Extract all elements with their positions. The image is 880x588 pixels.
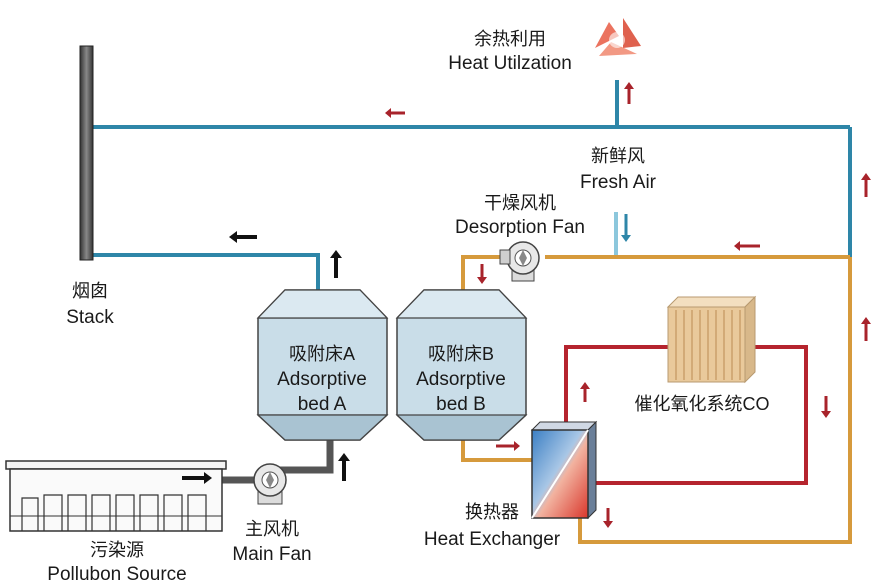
blue-pipe-bed-a-stack	[93, 253, 320, 290]
desorption-fan-icon	[499, 241, 540, 282]
pollution-source-building	[5, 460, 227, 532]
arrow-left-top	[385, 108, 405, 118]
flow-arrows-black	[182, 231, 350, 484]
adsorptive-bed-a	[256, 289, 389, 441]
label-main-fan-zh: 主风机	[245, 519, 299, 539]
label-bed-b-en2: bed B	[436, 394, 486, 415]
label-fresh-air-en: Fresh Air	[580, 172, 657, 193]
label-pollution-en: Pollubon Source	[47, 564, 186, 585]
label-fresh-air-zh: 新鲜风	[591, 146, 645, 166]
arrow-down-fresh-air	[621, 214, 631, 242]
label-bed-b-zh: 吸附床B	[428, 344, 494, 364]
recycle-icon	[595, 18, 641, 56]
stack-chimney	[79, 45, 94, 261]
red-pipe-co-down	[586, 345, 808, 485]
orange-pipe-fan-to-bed-b	[461, 255, 502, 300]
adsorptive-bed-b	[395, 289, 528, 441]
arrow-down-fan-bed-b	[477, 264, 487, 284]
arrow-left-black	[229, 231, 257, 243]
label-heat-exchanger-zh: 换热器	[465, 502, 519, 522]
exhaust-pipe-top	[93, 80, 852, 257]
arrow-up-right-top	[861, 173, 871, 197]
flow-arrows-red	[385, 82, 871, 528]
label-main-fan-en: Main Fan	[232, 544, 311, 565]
arrow-up-right-mid	[861, 317, 871, 341]
arrow-left-orange	[734, 241, 760, 251]
arrow-right-black-source	[182, 472, 212, 484]
arrow-up-black-bed-a	[330, 250, 342, 278]
label-heat-utilization-en: Heat Utilzation	[448, 53, 572, 74]
red-pipe-hx-up	[564, 345, 668, 430]
label-heat-utilization-zh: 余热利用	[474, 29, 546, 49]
label-bed-a-zh: 吸附床A	[289, 344, 355, 364]
label-stack-zh: 烟囱	[72, 281, 108, 301]
heat-exchanger	[530, 420, 598, 520]
main-fan-icon	[253, 463, 287, 505]
label-desorption-fan-zh: 干燥风机	[484, 193, 556, 213]
catalytic-oxidizer-block	[666, 295, 757, 384]
arrow-up-heat	[624, 82, 634, 104]
arrow-right-bed-b-hx	[496, 441, 520, 451]
catalytic-loop	[564, 345, 808, 485]
label-stack-en: Stack	[66, 307, 114, 328]
label-catalytic-zh: 催化氧化系统CO	[635, 394, 770, 414]
label-bed-a-en1: Adsorptive	[277, 369, 367, 390]
arrow-up-black-fan	[338, 453, 350, 481]
label-heat-exchanger-en: Heat Exchanger	[424, 529, 561, 550]
label-bed-a-en2: bed A	[298, 394, 347, 415]
label-desorption-fan-en: Desorption Fan	[455, 217, 585, 238]
arrow-down-hx-bottom	[603, 508, 613, 528]
arrow-down-red-right	[821, 396, 831, 418]
label-bed-b-en1: Adsorptive	[416, 369, 506, 390]
arrow-up-red-hx	[580, 382, 590, 402]
label-pollution-zh: 污染源	[90, 540, 144, 560]
grey-pipe-fan-bed-a	[270, 435, 334, 474]
